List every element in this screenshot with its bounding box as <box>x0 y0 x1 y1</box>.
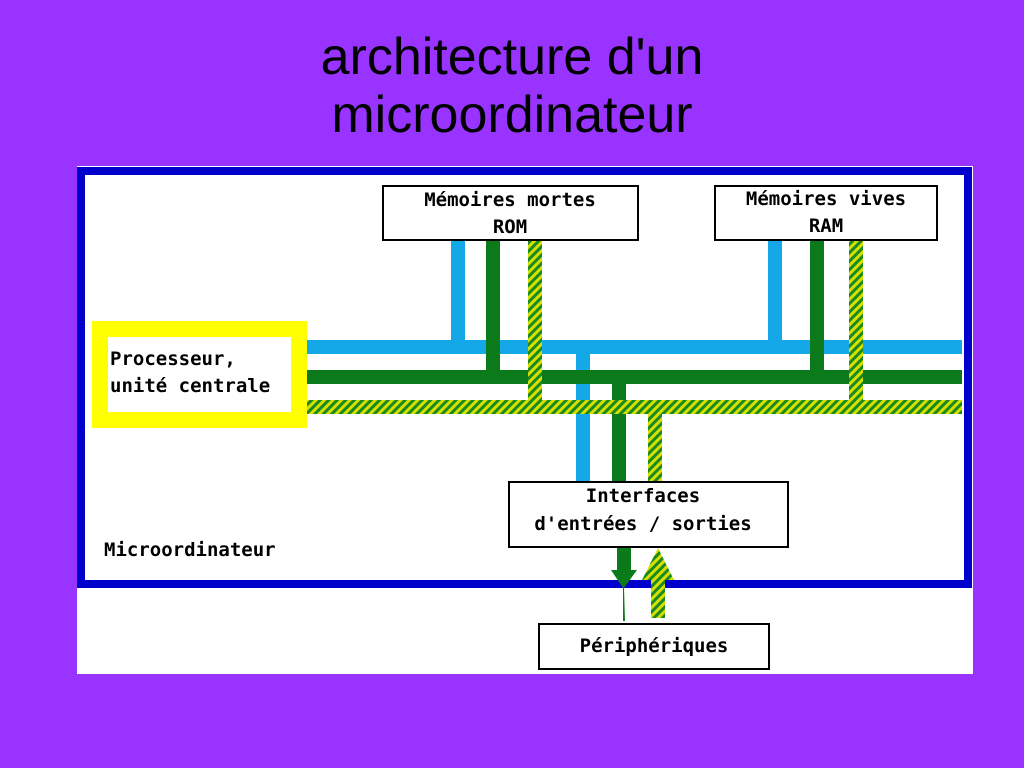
page-title: architecture d'un microordinateur <box>0 28 1024 144</box>
control-bus-rom-link <box>528 240 542 410</box>
control-bus <box>307 400 962 414</box>
ram-label-line-1: Mémoires vives <box>746 188 906 210</box>
microcomputer-label: Microordinateur <box>104 539 276 561</box>
io-label-line-2: d'entrées / sorties <box>534 513 751 535</box>
rom-label-line-2: ROM <box>493 216 527 238</box>
page-title-line-1: architecture d'un <box>320 28 704 86</box>
data-bus-rom-link <box>486 240 500 380</box>
io-label-line-1: Interfaces <box>586 485 700 507</box>
address-bus-ram-link <box>768 240 782 350</box>
address-bus <box>307 340 962 354</box>
cpu-box <box>92 321 307 428</box>
ram-label-line-2: RAM <box>809 215 843 237</box>
data-bus-ram-link <box>810 240 824 380</box>
io-interfaces-box <box>508 481 789 548</box>
data-bus <box>307 370 962 384</box>
data-bus-io-link <box>612 370 626 484</box>
page-title-line-2: microordinateur <box>331 86 693 144</box>
architecture-diagram: Processeur, unité centrale Mémoires mort… <box>77 166 973 674</box>
address-bus-rom-link <box>451 240 465 350</box>
control-bus-io-link <box>648 406 662 484</box>
rom-box <box>382 185 639 241</box>
ram-box <box>714 185 938 241</box>
output-arrow <box>611 548 637 621</box>
microcomputer-frame <box>77 167 972 588</box>
diagram-canvas: Processeur, unité centrale Mémoires mort… <box>77 166 973 674</box>
input-arrow <box>642 548 674 618</box>
peripherals-box <box>538 623 770 670</box>
rom-label-line-1: Mémoires mortes <box>424 189 596 211</box>
peripherals-label: Périphériques <box>580 635 729 657</box>
control-bus-ram-link <box>849 240 863 410</box>
cpu-label-line-1: Processeur, <box>110 348 236 370</box>
cpu-label-line-2: unité centrale <box>110 375 270 397</box>
